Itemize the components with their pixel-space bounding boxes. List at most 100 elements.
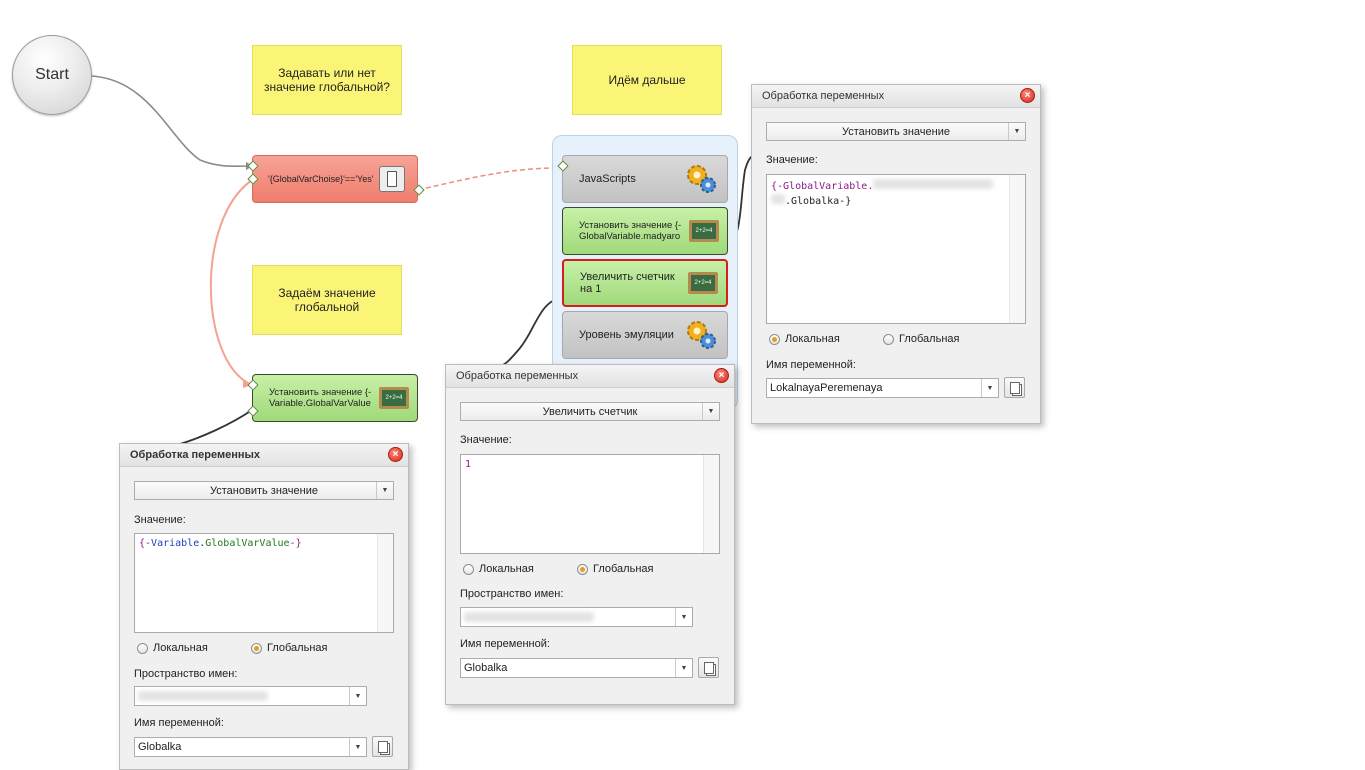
blurred-value (771, 194, 785, 204)
radio-dot (463, 563, 474, 575)
close-icon[interactable]: × (714, 368, 729, 383)
increment-block[interactable]: Увеличить счетчик на 1 2+2=4 (562, 259, 728, 307)
radio-label: Глобальная (899, 333, 960, 345)
chevron-down-icon[interactable]: ▼ (702, 403, 719, 420)
blurred-value (138, 691, 268, 701)
radio-label: Локальная (479, 563, 534, 575)
operation-select[interactable]: Установить значение ▼ (134, 481, 394, 500)
condition-text: '{GlobalVarChoise}'=='Yes' (268, 174, 374, 184)
varname-label: Имя переменной: (460, 638, 550, 650)
value-token: {- (139, 538, 152, 549)
javascript-block[interactable]: JavaScripts (562, 155, 728, 203)
radio-global[interactable]: Глобальная (577, 563, 653, 575)
namespace-label: Пространство имен: (134, 668, 238, 680)
gears-icon (685, 163, 717, 195)
emulation-block[interactable]: Уровень эмуляции (562, 311, 728, 359)
textarea-scrollbar[interactable] (377, 534, 393, 632)
chevron-down-icon[interactable]: ▼ (675, 608, 692, 626)
varname-select[interactable]: Globalka ▼ (134, 737, 367, 757)
radio-label: Глобальная (267, 642, 328, 654)
set-madyaro-block[interactable]: Установить значение {-GlobalVariable.mad… (562, 207, 728, 255)
varname-label: Имя переменной: (766, 359, 856, 371)
wire-start-to-condition (91, 75, 253, 168)
gears-icon (685, 319, 717, 351)
namespace-select[interactable]: ▼ (134, 686, 367, 706)
blurred-value (464, 612, 594, 622)
radio-local[interactable]: Локальная (137, 642, 208, 654)
value-token: . (199, 538, 206, 549)
sticky-note-continue[interactable]: Идём дальше (572, 45, 722, 115)
value-token: Variable (151, 538, 200, 549)
radio-local[interactable]: Локальная (769, 333, 840, 345)
radio-dot (883, 333, 894, 345)
namespace-label: Пространство имен: (460, 588, 564, 600)
block-text: Уровень эмуляции (579, 329, 674, 341)
dialog-titlebar[interactable]: Обработка переменных × (120, 444, 408, 467)
dialog-title: Обработка переменных (130, 449, 261, 461)
switch-icon (379, 166, 405, 192)
block-text: Установить значение {-GlobalVariable.mad… (579, 220, 682, 242)
operation-value: Установить значение (210, 484, 318, 497)
chevron-down-icon[interactable]: ▼ (349, 687, 366, 705)
textarea-scrollbar[interactable] (1009, 175, 1025, 323)
radio-label: Глобальная (593, 563, 654, 575)
close-icon[interactable]: × (1020, 88, 1035, 103)
varname-value: Globalka (138, 741, 182, 753)
value-label: Значение: (766, 154, 818, 166)
varname-select[interactable]: LokalnayaPeremenaya ▼ (766, 378, 999, 398)
radio-global[interactable]: Глобальная (883, 333, 959, 345)
dialog-titlebar[interactable]: Обработка переменных × (752, 85, 1040, 108)
value-label: Значение: (134, 514, 186, 526)
value-textarea[interactable]: 1 (460, 454, 720, 554)
block-text: JavaScripts (579, 173, 636, 185)
value-token: {-GlobalVariable. (771, 181, 874, 192)
operation-value: Увеличить счетчик (542, 405, 638, 418)
block-text: Установить значение {-Variable.GlobalVar… (269, 387, 372, 409)
block-text: Увеличить счетчик на 1 (580, 271, 675, 295)
varname-value: Globalka (464, 662, 508, 674)
dialog-title: Обработка переменных (762, 90, 885, 102)
textarea-scrollbar[interactable] (703, 455, 719, 553)
wire-set-to-dialog-left (179, 409, 253, 445)
value-text: 1 (465, 459, 472, 470)
chevron-down-icon[interactable]: ▼ (981, 379, 998, 397)
value-textarea[interactable]: {-Variable.GlobalVarValue-} (134, 533, 394, 633)
sticky-note-choice[interactable]: Задавать или нет значение глобальной? (252, 45, 402, 115)
radio-global[interactable]: Глобальная (251, 642, 327, 654)
value-token: -} (289, 538, 302, 549)
varname-label: Имя переменной: (134, 717, 224, 729)
note-text: Идём дальше (608, 73, 686, 87)
chevron-down-icon[interactable]: ▼ (376, 482, 393, 499)
variable-dialog-middle[interactable]: Обработка переменных × Увеличить счетчик… (445, 364, 735, 705)
varname-select[interactable]: Globalka ▼ (460, 658, 693, 678)
sticky-note-set-global[interactable]: Задаём значение глобальной (252, 265, 402, 335)
chevron-down-icon[interactable]: ▼ (675, 659, 692, 677)
set-value-block[interactable]: Установить значение {-Variable.GlobalVar… (252, 374, 418, 422)
condition-block[interactable]: '{GlobalVarChoise}'=='Yes' (252, 155, 418, 203)
radio-label: Локальная (153, 642, 208, 654)
operation-select[interactable]: Увеличить счетчик ▼ (460, 402, 720, 421)
dialog-titlebar[interactable]: Обработка переменных × (446, 365, 734, 388)
namespace-select[interactable]: ▼ (460, 607, 693, 627)
copy-icon[interactable] (698, 657, 719, 678)
operation-select[interactable]: Установить значение ▼ (766, 122, 1026, 141)
dialog-title: Обработка переменных (456, 370, 579, 382)
chevron-down-icon[interactable]: ▼ (349, 738, 366, 756)
variable-dialog-left[interactable]: Обработка переменных × Установить значен… (119, 443, 409, 770)
value-token: .Globalka-} (785, 196, 852, 207)
copy-icon[interactable] (1004, 377, 1025, 398)
note-text: Задавать или нет значение глобальной? (264, 66, 390, 94)
chevron-down-icon[interactable]: ▼ (1008, 123, 1025, 140)
radio-dot (137, 642, 148, 654)
radio-local[interactable]: Локальная (463, 563, 534, 575)
start-label: Start (35, 66, 69, 83)
value-textarea[interactable]: {-GlobalVariable. .Globalka-} (766, 174, 1026, 324)
variable-dialog-right[interactable]: Обработка переменных × Установить значен… (751, 84, 1041, 424)
radio-dot-checked (251, 642, 262, 654)
copy-icon[interactable] (372, 736, 393, 757)
radio-dot-checked (577, 563, 588, 575)
close-icon[interactable]: × (388, 447, 403, 462)
wire-condition-to-set (209, 179, 253, 385)
start-node[interactable]: Start (12, 35, 92, 115)
chalkboard-icon: 2+2=4 (689, 220, 719, 242)
